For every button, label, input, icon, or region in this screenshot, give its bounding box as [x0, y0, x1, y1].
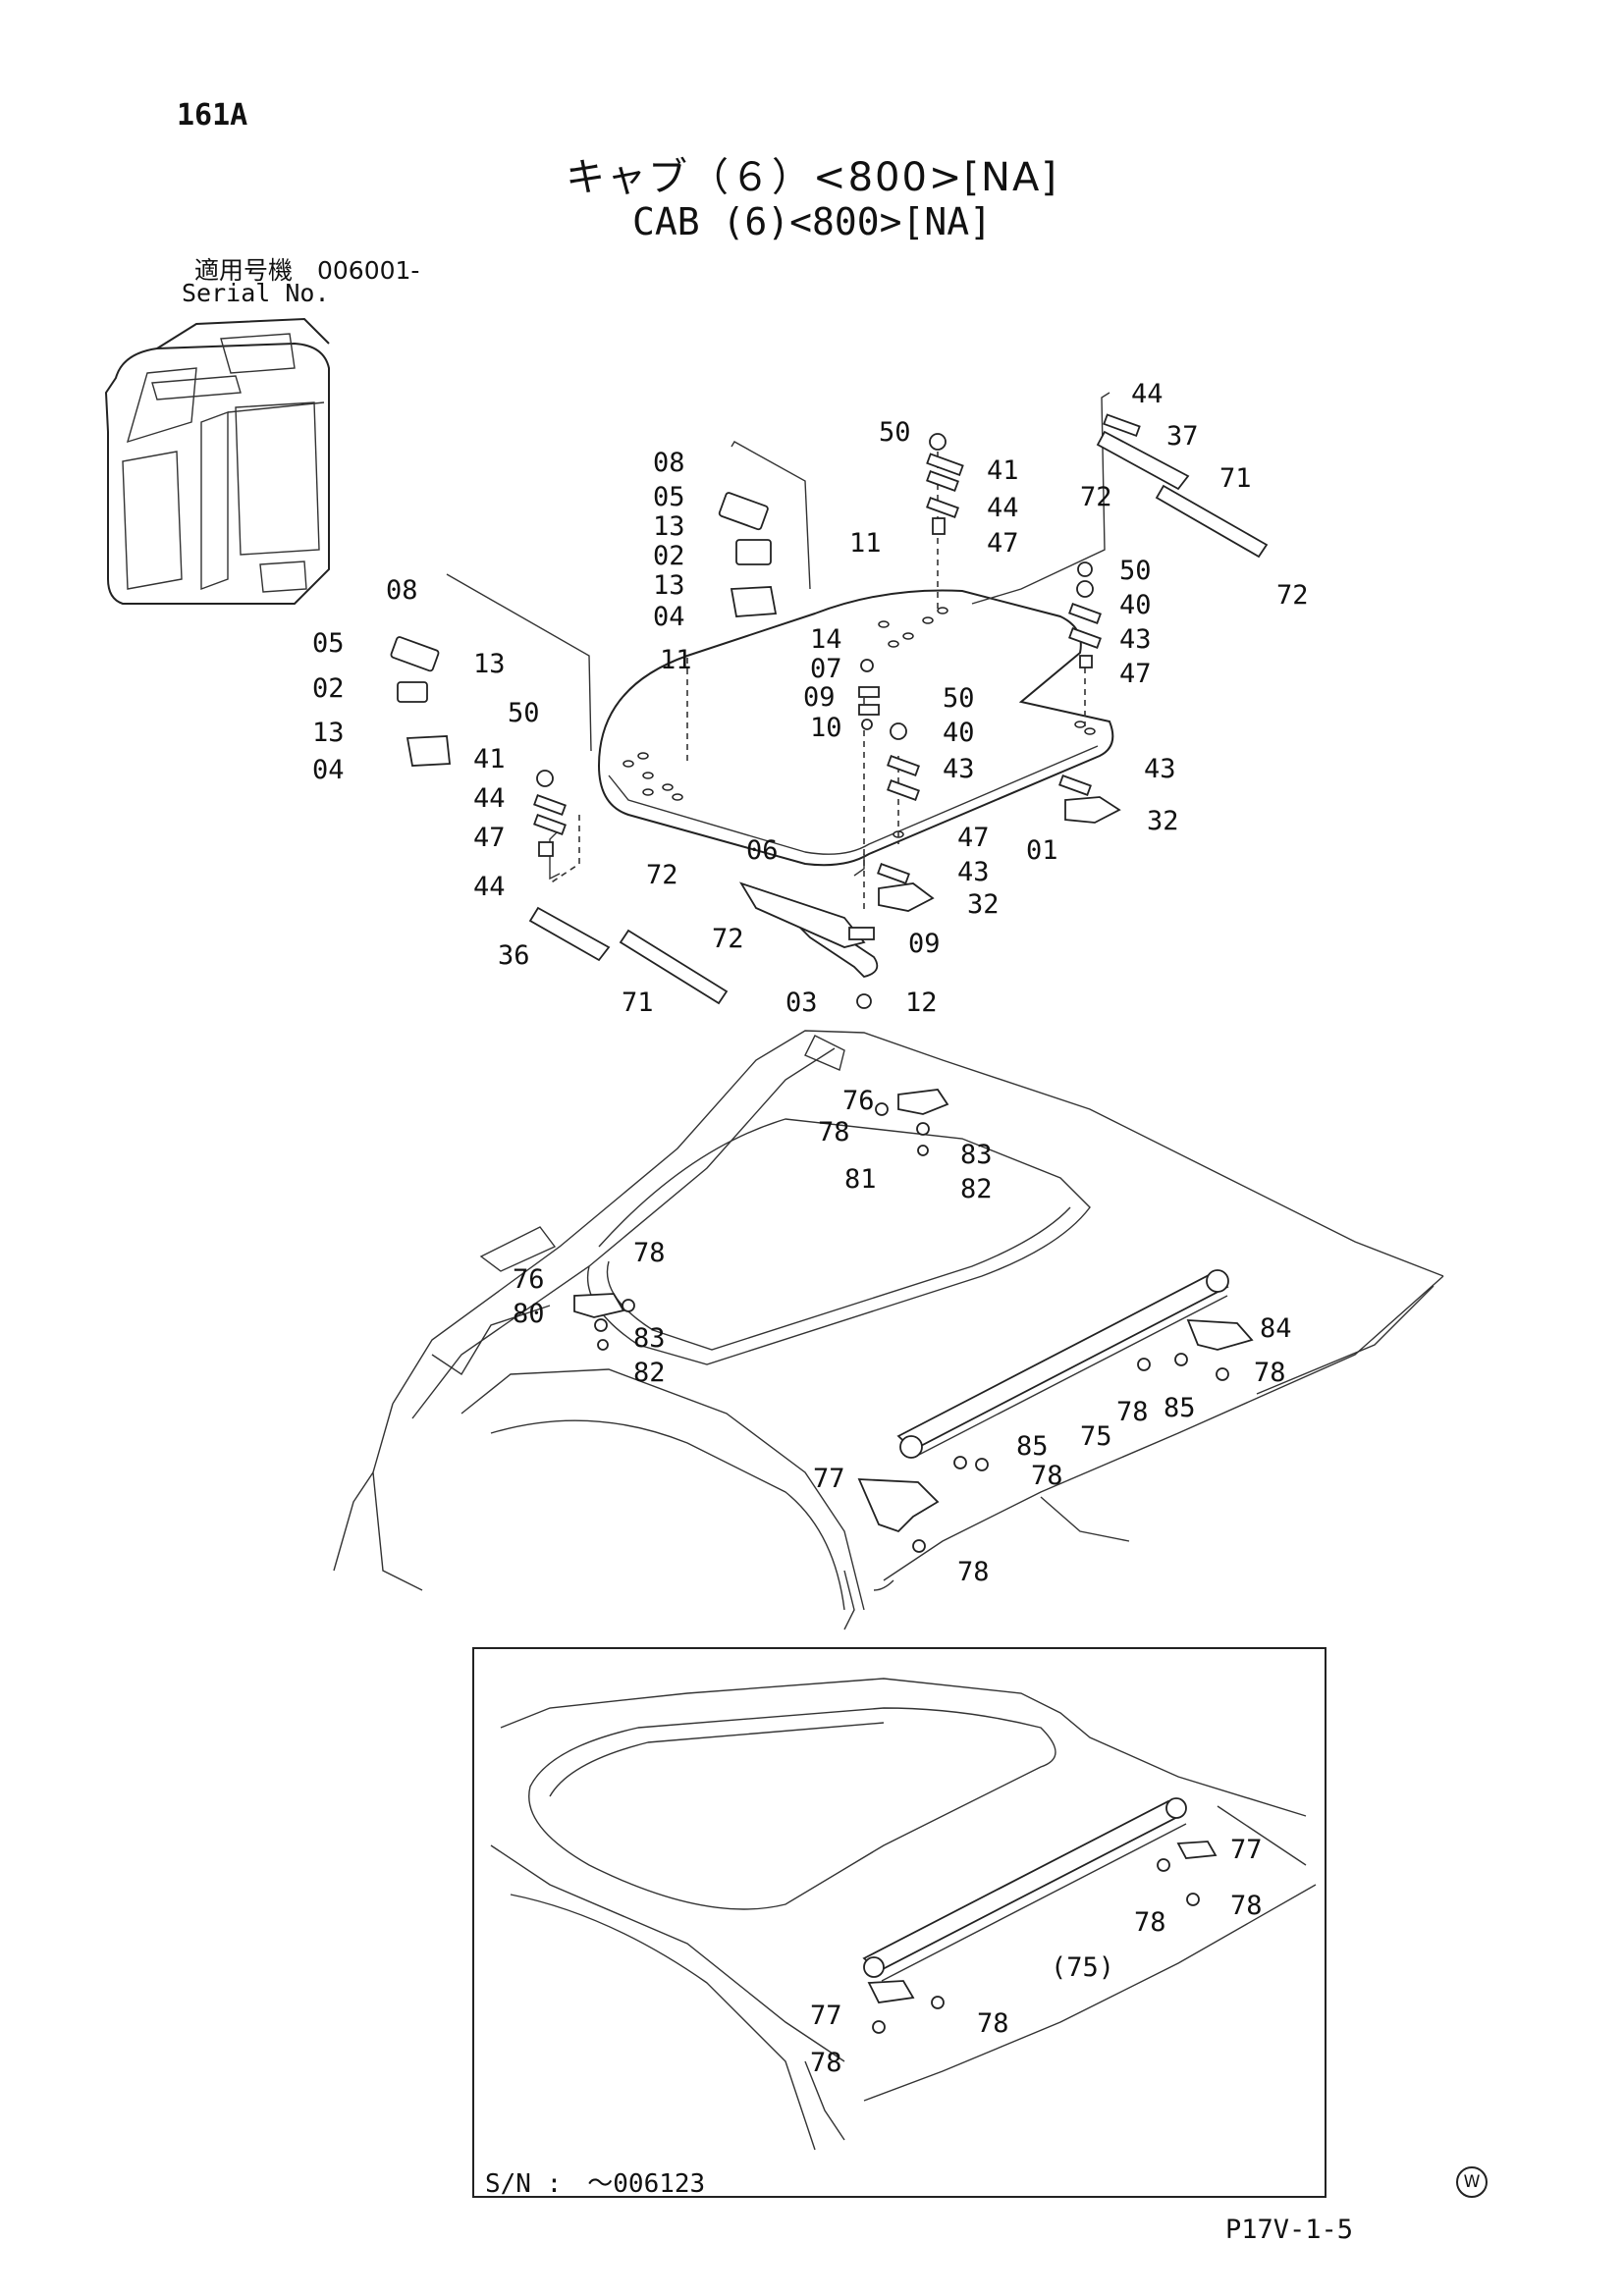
callout-label: 08: [386, 575, 418, 606]
callout-label: 82: [633, 1358, 666, 1388]
callout-label: 47: [957, 823, 990, 853]
callout-label: 06: [746, 835, 779, 866]
callout-label: 13: [312, 718, 345, 748]
callout-label: 10: [810, 713, 842, 743]
callout-label: 04: [653, 602, 685, 632]
callout-label: 40: [943, 718, 975, 748]
callout-label: 13: [653, 570, 685, 601]
callout-label: 01: [1026, 835, 1058, 866]
callout-label: 03: [785, 988, 818, 1018]
callout-label: 13: [653, 511, 685, 542]
callout-label: 76: [842, 1086, 875, 1116]
callout-label: (75): [1051, 1952, 1114, 1983]
callout-label: 04: [312, 755, 345, 785]
callout-label: 05: [312, 628, 345, 659]
callout-label: 08: [653, 448, 685, 478]
serial-number-label: Serial No.: [182, 279, 330, 307]
inset-serial-range: S/N : ～006123: [485, 2169, 706, 2199]
callout-label: 50: [1119, 556, 1152, 586]
callout-label: 72: [712, 924, 744, 954]
watermark-circle-w: W: [1456, 2166, 1488, 2198]
callout-label: 32: [967, 889, 1000, 920]
callout-label: 11: [849, 528, 882, 559]
callout-label: 78: [1031, 1461, 1063, 1491]
callout-label: 50: [943, 683, 975, 714]
callout-label: 43: [1144, 754, 1176, 784]
callout-label: 07: [810, 654, 842, 684]
callout-label: 43: [957, 857, 990, 887]
callout-label: 43: [1119, 624, 1152, 655]
callout-label: 50: [508, 698, 540, 728]
inset-panel: [472, 1647, 1326, 2198]
callout-label: 02: [653, 541, 685, 571]
callout-label: 09: [908, 929, 941, 959]
footer-page-code: P17V-1-5: [1225, 2215, 1354, 2245]
roof-hatch-assembly: [390, 392, 1269, 1009]
callout-label: 77: [1230, 1835, 1263, 1865]
callout-label: 78: [1254, 1358, 1286, 1388]
callout-label: 78: [818, 1117, 850, 1148]
title-japanese: キャブ（６）<800>[NA]: [566, 155, 1058, 200]
callout-label: 85: [1164, 1393, 1196, 1423]
callout-label: 78: [957, 1557, 990, 1587]
callout-label: 71: [1219, 463, 1252, 494]
callout-label: 40: [1119, 590, 1152, 620]
callout-label: 47: [473, 823, 506, 853]
callout-label: 84: [1260, 1313, 1292, 1344]
callout-label: 77: [810, 2001, 842, 2031]
callout-label: 14: [810, 624, 842, 655]
callout-label: 78: [977, 2008, 1009, 2039]
callout-label: 75: [1080, 1421, 1112, 1452]
callout-label: 71: [622, 988, 654, 1018]
callout-label: 43: [943, 754, 975, 784]
callout-label: 37: [1166, 421, 1199, 452]
callout-label: 02: [312, 673, 345, 704]
callout-label: 11: [660, 645, 692, 675]
callout-label: 78: [1230, 1891, 1263, 1921]
callout-label: 78: [1134, 1907, 1166, 1938]
callout-label: 32: [1147, 806, 1179, 836]
callout-label: 47: [1119, 659, 1152, 689]
callout-label: 05: [653, 482, 685, 512]
callout-label: 77: [813, 1464, 845, 1494]
cab-thumbnail: [104, 317, 330, 605]
callout-label: 83: [960, 1140, 993, 1170]
callout-label: 85: [1016, 1431, 1049, 1462]
callout-label: 44: [473, 783, 506, 814]
callout-label: 81: [844, 1164, 877, 1195]
callout-label: 12: [905, 988, 938, 1018]
callout-label: 78: [633, 1238, 666, 1268]
serial-applicable-label: 適用号機 006001-: [194, 256, 420, 285]
callout-label: 83: [633, 1323, 666, 1354]
cab-roof-view: [333, 1030, 1444, 1630]
callout-label: 82: [960, 1174, 993, 1204]
callout-labels: 44 50 37 41 71 08 44 05 72 13 47 02 11 1…: [312, 379, 1309, 2078]
callout-label: 13: [473, 649, 506, 679]
page-number: 161A: [177, 98, 248, 133]
callout-label: 41: [473, 744, 506, 774]
callout-label: 78: [810, 2048, 842, 2078]
callout-label: 80: [513, 1299, 545, 1329]
callout-label: 50: [879, 417, 911, 448]
callout-label: 76: [513, 1264, 545, 1295]
callout-label: 44: [473, 872, 506, 902]
callout-label: 78: [1116, 1397, 1149, 1427]
callout-label: 36: [498, 940, 530, 971]
callout-label: 47: [987, 528, 1019, 559]
callout-label: 44: [1131, 379, 1164, 409]
callout-label: 72: [646, 860, 678, 890]
callout-label: 41: [987, 455, 1019, 486]
title-english: CAB (6)<800>[NA]: [631, 200, 993, 243]
callout-label: 72: [1276, 580, 1309, 611]
callout-label: 72: [1080, 482, 1112, 512]
callout-label: 09: [803, 682, 836, 713]
callout-label: 44: [987, 493, 1019, 523]
